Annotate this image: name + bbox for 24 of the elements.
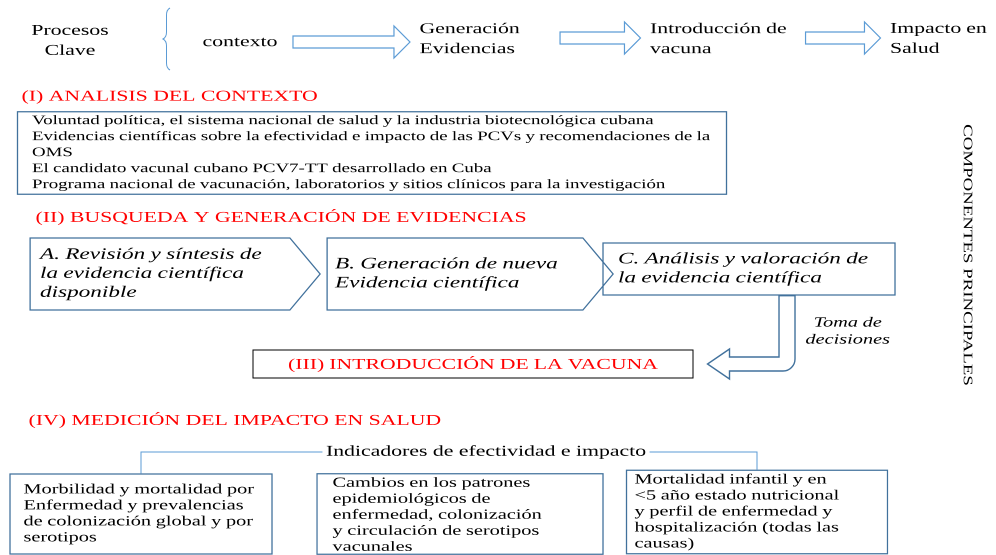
edge-label: Toma de decisiones	[806, 316, 890, 344]
block-arrow	[292, 24, 411, 60]
phase-box: (III) INTRODUCCIÓN DE LA VACUNA	[252, 350, 694, 378]
step-arrow-box: B. Generación de nueva Evidencia científica	[326, 237, 614, 311]
u-turn-arrow	[706, 294, 796, 380]
heading-text: Indicadores de efectividad e impacto	[326, 445, 646, 459]
stage-label: Generación Evidencias	[420, 22, 520, 54]
stage-label: Introducción de vacuna	[650, 22, 786, 54]
indicator-box: Mortalidad infantil y en <5 año estado nutricional y perfil de enfermedad y hospitalización (todas las causas)	[626, 470, 888, 554]
block-arrow	[804, 20, 882, 56]
connector-line	[140, 452, 323, 474]
indicator-box: Cambios en los patrones epidemiológicos de enfermedad, colonización y circulación de serotipos vacunales	[316, 473, 604, 555]
stage-label: Impacto en Salud	[890, 23, 986, 53]
context-box: Voluntad política, el sistema nacional de salud y la industria biotecnológica cubana Evidencias científicas sobre la efectividad e impacto de las PCVs y recomendaciones de la OMS El candidato vacunal cubano PCV7-TT desarrollado en Cuba Programa nacional de vacunación, laboratorios y sitios clínicos para la investigación	[16, 111, 728, 195]
connector-line	[649, 452, 758, 470]
section-heading: (IV) MEDICIÓN DEL IMPACTO EN SALUD	[30, 412, 440, 428]
block-arrow	[559, 20, 642, 56]
indicator-box: Morbilidad y mortalidad por Enfermedad y prevalencias de colonización global y por serotipos	[9, 473, 273, 555]
side-heading: COMPONENTES PRINCIPALES	[964, 124, 972, 385]
section-heading: (II) BUSQUEDA Y GENERACIÓN DE EVIDENCIAS	[36, 208, 526, 226]
step-box: C. Análisis y valoración de la evidencia científica	[602, 242, 896, 296]
process-label: Procesos Clave	[32, 25, 108, 55]
step-arrow-box: A. Revisión y síntesis de la evidencia científica disponible	[29, 237, 321, 311]
context-label: contexto	[203, 38, 277, 46]
